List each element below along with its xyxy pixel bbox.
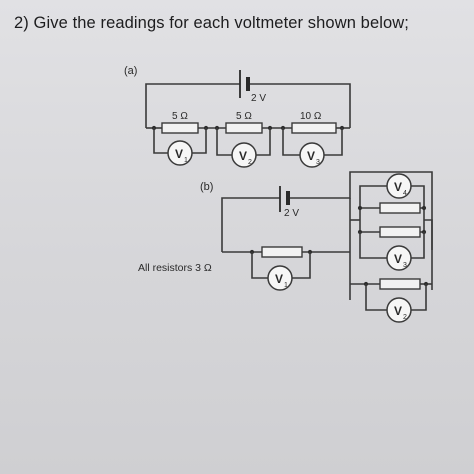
- circuit-a-wire-top-left: [145, 83, 240, 128]
- junction-dot: [357, 205, 363, 211]
- circuit-b-resistor-parallel-1: [379, 202, 421, 214]
- circuit-b-label: (b): [200, 181, 213, 193]
- circuit-b-note: All resistors 3 Ω: [138, 262, 212, 274]
- circuit-a-voltmeter-3: V 3: [299, 142, 325, 168]
- svg-text:1: 1: [184, 157, 188, 164]
- svg-text:V: V: [239, 149, 247, 163]
- circuit-a-v2-wire: [216, 128, 232, 156]
- circuit-a-resistor-3-label: 10 Ω: [300, 111, 322, 122]
- circuit-b-resistor-lower: [379, 278, 421, 290]
- circuit-b-voltmeter-1: V 1: [267, 265, 293, 291]
- svg-text:V: V: [307, 149, 315, 163]
- circuit-b-wire-top-right: [288, 171, 433, 250]
- circuit-b-voltmeter-2: V 2: [386, 297, 412, 323]
- circuit-b-v1-wire: [251, 252, 268, 279]
- circuit-b-battery-label: 2 V: [284, 208, 299, 219]
- svg-text:V: V: [175, 147, 183, 161]
- circuit-a-voltmeter-1: V 1: [167, 140, 193, 166]
- circuit-a-resistor-3: [291, 122, 337, 134]
- circuit-a-v3-wire: [282, 128, 300, 156]
- svg-text:V: V: [275, 272, 283, 286]
- svg-text:V: V: [394, 180, 402, 194]
- circuit-b-resistor-parallel-2: [379, 226, 421, 238]
- circuit-b-v3-wire: [411, 232, 425, 259]
- circuit-b-v4-wire: [359, 185, 387, 208]
- svg-text:3: 3: [316, 159, 320, 166]
- circuit-a-battery-label: 2 V: [251, 93, 266, 104]
- circuit-a-resistor-1-label: 5 Ω: [172, 111, 188, 122]
- circuit-b-wire: [424, 219, 433, 250]
- svg-text:V: V: [394, 304, 402, 318]
- circuit-a: (a) 2 V 5 Ω 5 Ω 10 Ω: [124, 65, 351, 168]
- svg-text:1: 1: [284, 282, 288, 289]
- circuit-a-voltmeter-2: V 2: [231, 142, 257, 168]
- junction-dot: [421, 205, 427, 211]
- svg-text:2: 2: [248, 159, 252, 166]
- circuit-b-voltmeter-4: V 4: [386, 173, 412, 199]
- circuit-a-label: (a): [124, 65, 137, 77]
- svg-text:2: 2: [403, 314, 407, 321]
- circuit-b-v2-wire: [365, 284, 387, 311]
- circuit-b-voltmeter-3: V 3: [386, 245, 412, 271]
- question-text: 2) Give the readings for each voltmeter …: [14, 14, 409, 32]
- circuit-a-v1-wire: [192, 128, 207, 154]
- circuit-a-resistor-2: [225, 122, 263, 134]
- circuit-a-wire-top-right: [248, 83, 351, 128]
- circuit-a-resistor-2-label: 5 Ω: [236, 111, 252, 122]
- circuit-b-v3-wire: [359, 232, 387, 259]
- circuit-b: (b) 2 V All resistors 3 Ω V 1: [138, 171, 433, 323]
- circuit-b-v1-wire: [292, 252, 311, 279]
- circuit-a-v3-wire: [324, 128, 343, 156]
- svg-text:4: 4: [403, 190, 407, 197]
- circuit-b-v4-wire: [411, 185, 425, 208]
- circuit-a-resistor-1: [161, 122, 199, 134]
- circuit-a-v2-wire: [256, 128, 271, 156]
- svg-text:V: V: [394, 252, 402, 266]
- circuit-a-v1-wire: [153, 128, 168, 154]
- circuit-b-wire-left: [221, 197, 280, 252]
- circuit-b-resistor-series: [261, 246, 303, 258]
- svg-text:3: 3: [403, 262, 407, 269]
- circuit-b-v2-wire: [411, 284, 427, 311]
